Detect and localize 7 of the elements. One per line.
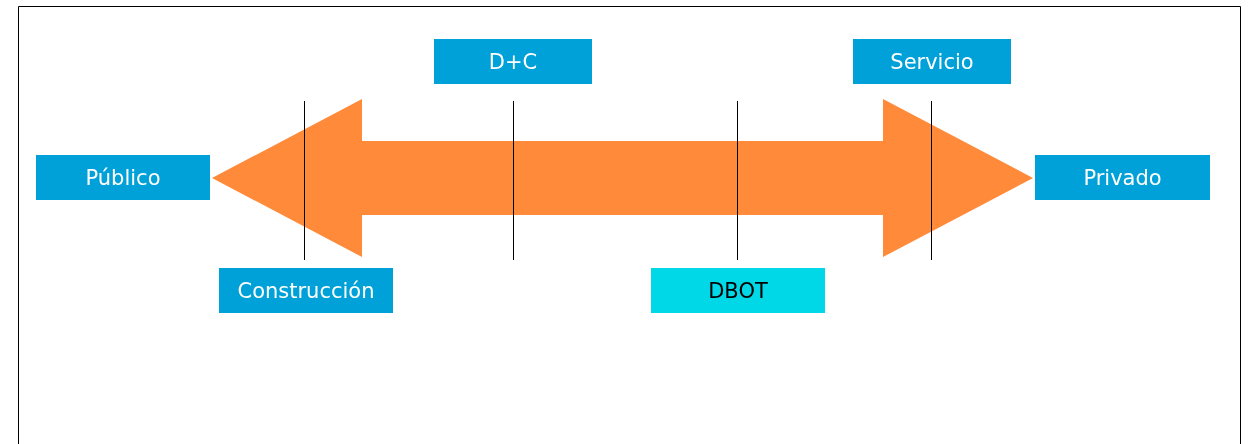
label-box: Público <box>36 155 210 200</box>
label-box: DBOT <box>651 268 825 313</box>
label-box: D+C <box>434 39 592 84</box>
label-box: Privado <box>1035 155 1210 200</box>
label-box: Servicio <box>853 39 1011 84</box>
label-box: Construcción <box>219 268 393 313</box>
double-arrow <box>212 99 1033 257</box>
